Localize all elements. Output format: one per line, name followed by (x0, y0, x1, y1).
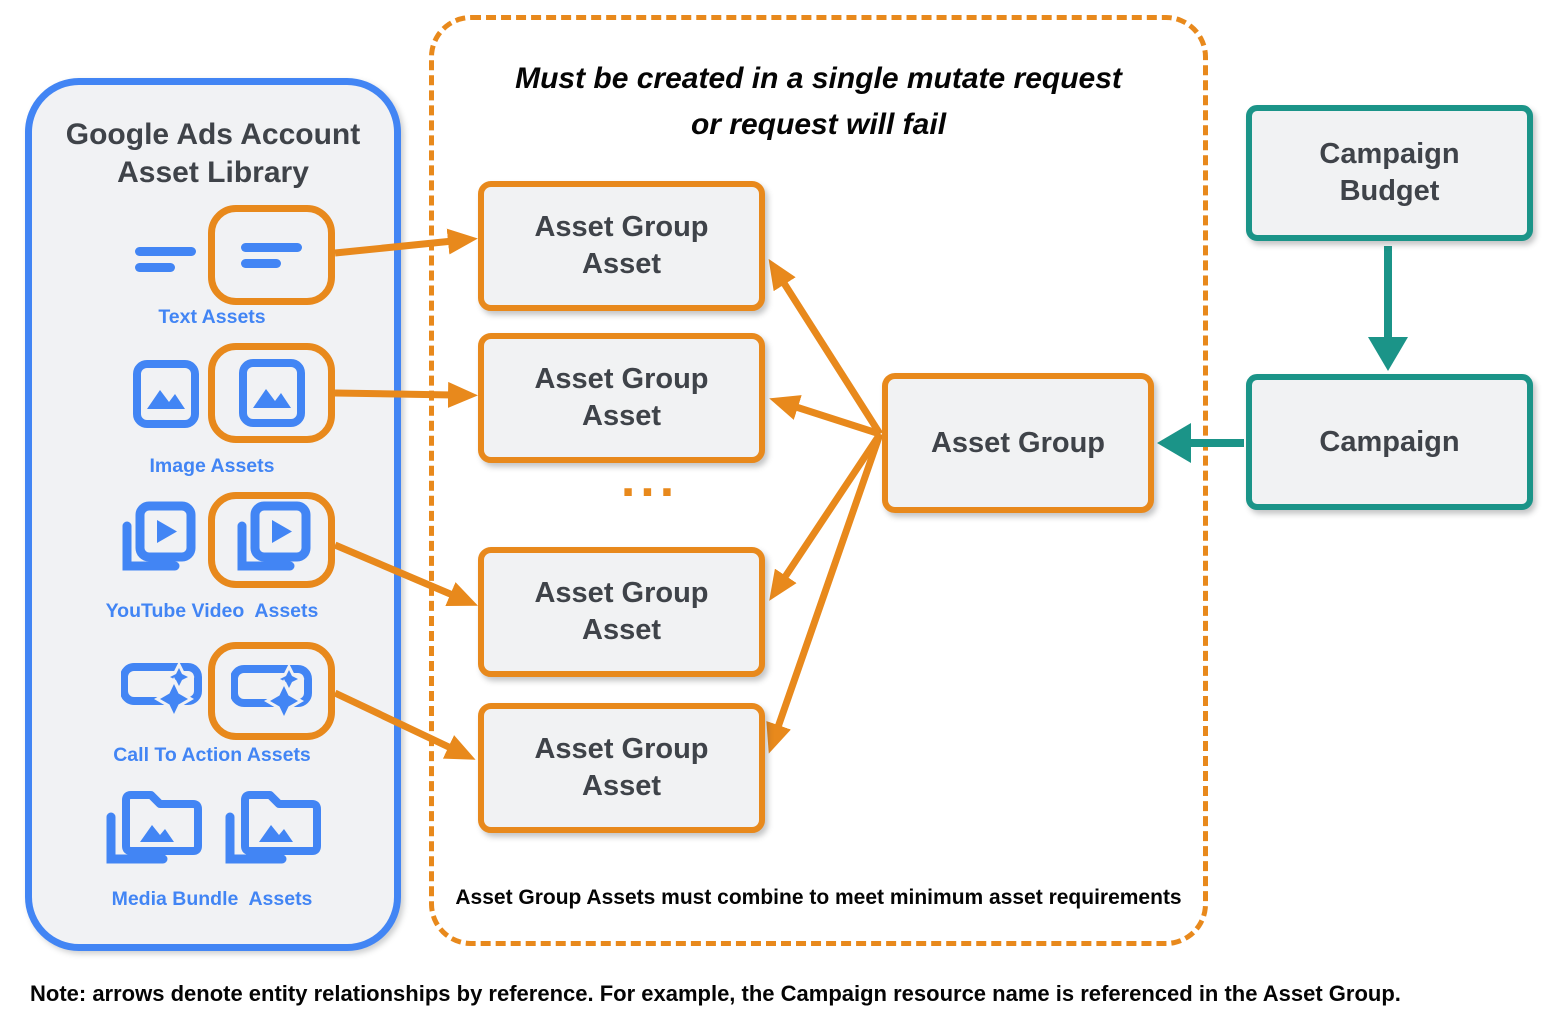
asset-group-asset-label: Asset Group Asset (534, 733, 709, 802)
media-bundle-icon (225, 791, 321, 864)
asset-group-asset-label: Asset Group Asset (534, 363, 709, 432)
image-icon (238, 359, 305, 427)
image-icon (133, 360, 199, 428)
selected-text-asset-outline (208, 205, 335, 305)
mutate-request-title-line1: Must be created in a single mutate reque… (515, 62, 1122, 95)
selected-image-asset-outline (208, 343, 335, 443)
selected-cta-asset-outline (208, 642, 335, 740)
asset-group-asset-box-3: Asset Group Asset (478, 547, 765, 677)
cta-assets-label: Call To Action Assets (113, 744, 311, 766)
call-to-action-icon (230, 665, 312, 717)
campaign-budget-label: Campaign Budget (1319, 138, 1460, 207)
video-library-icon (237, 501, 310, 571)
asset-group-asset-label: Asset Group Asset (534, 211, 709, 280)
media-bundle-icon (106, 791, 202, 864)
selected-youtube-asset-outline (208, 492, 335, 588)
asset-group-asset-box-4: Asset Group Asset (478, 703, 765, 833)
text-assets-label: Text Assets (158, 306, 266, 328)
mutate-request-title-line2: or request will fail (690, 108, 947, 141)
campaign-box: Campaign (1246, 374, 1533, 510)
image-assets-label: Image Assets (149, 455, 275, 477)
video-library-icon (122, 501, 196, 571)
reference-note: Note: arrows denote entity relationships… (30, 981, 1401, 1006)
asset-library-title-line2: Asset Library (117, 156, 309, 189)
asset-library-title-line1: Google Ads Account (65, 118, 361, 151)
asset-group-asset-box-1: Asset Group Asset (478, 181, 765, 311)
text-lines-icon (135, 247, 196, 272)
asset-group-box: Asset Group (882, 373, 1154, 513)
asset-library-title: Google Ads Account Asset Library (33, 116, 393, 192)
asset-group-label: Asset Group (930, 426, 1106, 459)
call-to-action-icon (121, 663, 202, 715)
asset-group-asset-box-2: Asset Group Asset (478, 333, 765, 463)
text-lines-icon (240, 242, 302, 268)
mutate-request-title: Must be created in a single mutate reque… (429, 56, 1208, 148)
campaign-label: Campaign (1319, 425, 1460, 458)
asset-requirements-footnote: Asset Group Assets must combine to meet … (455, 886, 1182, 909)
youtube-assets-label: YouTube Video Assets (105, 600, 319, 622)
media-assets-label: Media Bundle Assets (111, 888, 313, 910)
campaign-budget-box: Campaign Budget (1246, 105, 1533, 241)
more-asset-group-assets-ellipsis: ... (620, 450, 680, 508)
asset-group-asset-label: Asset Group Asset (534, 577, 709, 646)
